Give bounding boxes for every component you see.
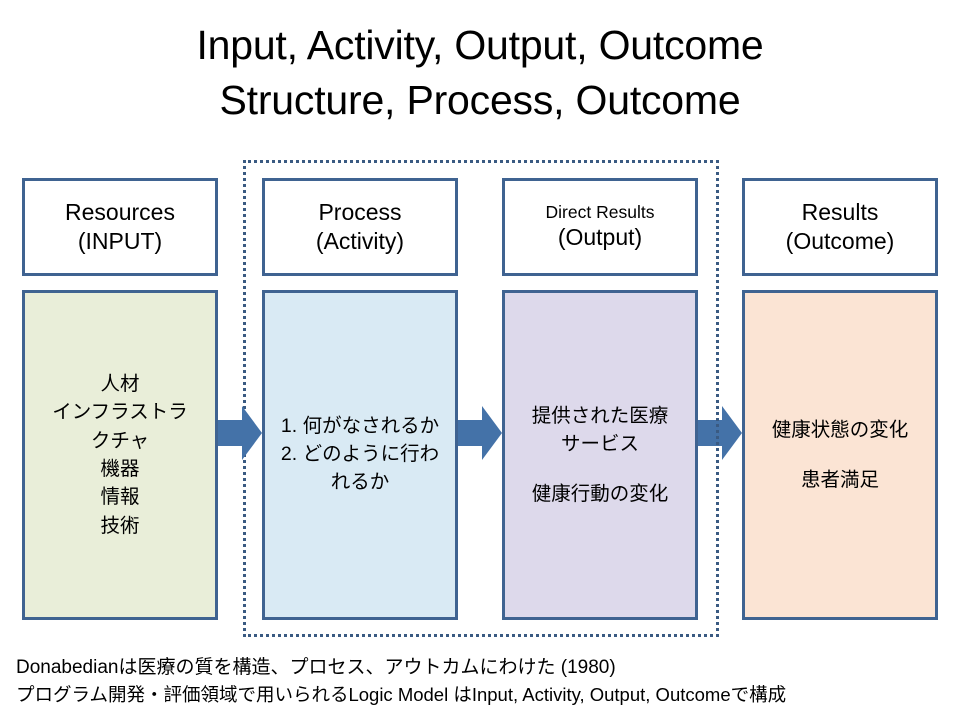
column-resources: Resources (INPUT) 人材 インフラストラ クチャ 機器 情報 技…	[22, 178, 218, 620]
header-box-process[interactable]: Process (Activity)	[262, 178, 458, 276]
body-line: サービス	[560, 433, 639, 456]
header-box-results[interactable]: Results (Outcome)	[742, 178, 938, 276]
body-line: 機器	[100, 458, 140, 480]
body-box-direct-results[interactable]: 提供された医療 サービス 健康行動の変化	[502, 290, 698, 620]
body-line: クチャ	[90, 429, 150, 452]
body-line: インフラストラ	[52, 401, 188, 424]
page-title-line-1: Input, Activity, Output, Outcome	[196, 22, 764, 68]
body-line: 情報	[100, 486, 140, 509]
header-label-line-1: Results	[801, 198, 879, 225]
header-label-line-1: Process	[318, 198, 402, 225]
list-item: 2. どのように行われるか	[273, 441, 447, 496]
caption: Donabedianは医療の質を構造、プロセス、アウトカムにわけた (1980)…	[16, 655, 960, 708]
numbered-list-process: 1. 何がなされるか 2. どのように行われるか	[273, 413, 447, 496]
header-label-line-2: (Outcome)	[785, 228, 895, 254]
body-line: 患者満足	[800, 468, 879, 491]
body-box-resources[interactable]: 人材 インフラストラ クチャ 機器 情報 技術	[22, 290, 218, 620]
dotted-group-outline	[243, 160, 719, 637]
caption-line-2: プログラム開発・評価領域で用いられるLogic Model はInput, Ac…	[16, 683, 787, 705]
arrow-right-icon-output-to-outcome	[698, 406, 742, 460]
body-line: 提供された医療	[531, 405, 669, 428]
list-item-text: 何がなされるか	[302, 415, 440, 438]
body-text-resources: 人材 インフラストラ クチャ 機器 情報 技術	[52, 370, 188, 540]
page-title-line-2: Structure, Process, Outcome	[219, 76, 741, 123]
body-text-results: 健康状態の変化 患者満足	[772, 416, 909, 494]
column-results: Results (Outcome) 健康状態の変化 患者満足	[742, 178, 938, 620]
body-spacer	[532, 459, 669, 480]
body-box-process[interactable]: 1. 何がなされるか 2. どのように行われるか	[262, 290, 458, 620]
column-direct-results: Direct Results (Output) 提供された医療 サービス 健康行…	[502, 178, 698, 620]
header-label-line-2: (Output)	[557, 224, 643, 251]
list-marker: 2.	[280, 443, 298, 466]
arrow-right-icon-process-to-output	[458, 406, 502, 460]
body-line: 健康状態の変化	[771, 419, 909, 442]
page-title: Input, Activity, Output, Outcome Structu…	[0, 18, 960, 127]
body-text-direct-results: 提供された医療 サービス 健康行動の変化	[532, 402, 669, 508]
list-item: 1. 何がなされるか	[273, 413, 447, 441]
arrow-right-shape	[458, 406, 502, 460]
body-line: 人材	[100, 373, 140, 396]
header-label-line-2: (INPUT)	[77, 228, 163, 254]
header-box-resources[interactable]: Resources (INPUT)	[22, 178, 218, 276]
caption-line-1: Donabedianは医療の質を構造、プロセス、アウトカムにわけた (1980)	[16, 657, 616, 678]
list-marker: 1.	[280, 415, 298, 438]
header-label-line-1: Direct Results	[545, 202, 655, 223]
header-box-direct-results[interactable]: Direct Results (Output)	[502, 178, 698, 276]
header-label-line-1: Resources	[65, 198, 175, 225]
header-label-line-2: (Activity)	[315, 228, 405, 254]
arrow-right-shape	[218, 406, 262, 460]
body-spacer	[772, 445, 909, 466]
body-box-results[interactable]: 健康状態の変化 患者満足	[742, 290, 938, 620]
arrow-right-icon-resources-to-process	[218, 406, 262, 460]
body-line: 健康行動の変化	[531, 482, 669, 505]
arrow-right-shape	[698, 406, 742, 460]
column-process: Process (Activity) 1. 何がなされるか 2. どのように行わ…	[262, 178, 458, 620]
list-item-text: どのように行われるか	[302, 443, 440, 493]
body-line: 技術	[100, 514, 140, 537]
